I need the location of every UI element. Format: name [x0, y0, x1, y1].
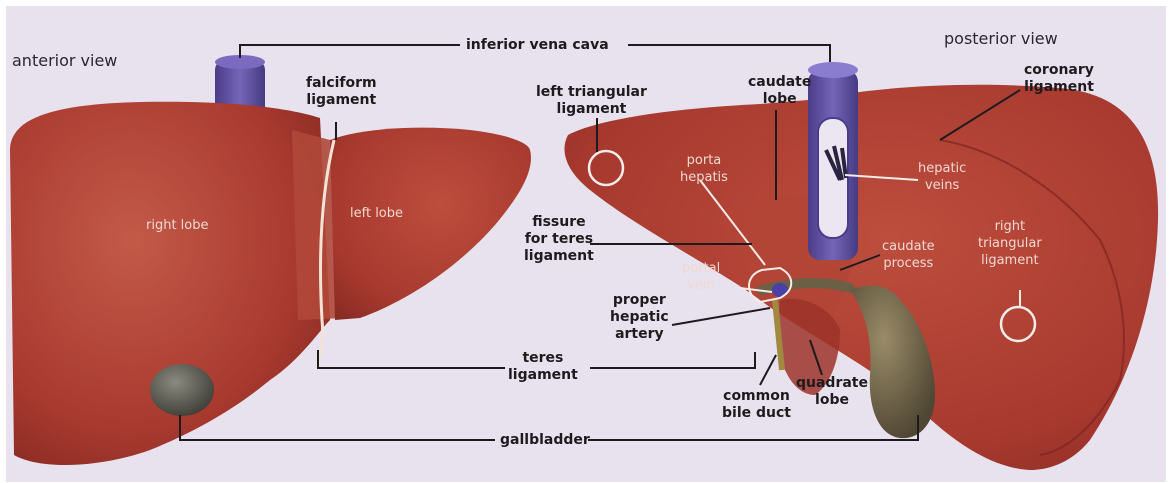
- caudate-lobe-label: caudate lobe: [748, 74, 811, 108]
- caudate-process-label: caudate process: [882, 238, 935, 272]
- falciform-ligament-label: falciform ligament: [306, 75, 377, 109]
- teres-ligament-label: teres ligament: [508, 350, 578, 384]
- right-lobe-label: right lobe: [146, 217, 209, 234]
- common-bile-duct-label: common bile duct: [722, 388, 791, 422]
- fissure-for-teres-ligament-label: fissure for teres ligament: [524, 214, 594, 265]
- posterior-view-label: posterior view: [944, 30, 1058, 47]
- quadrate-lobe-label: quadrate lobe: [796, 375, 868, 409]
- porta-hepatis-label: porta hepatis: [680, 152, 728, 186]
- hepatic-veins-label: hepatic veins: [918, 160, 966, 194]
- left-lobe-label: left lobe: [350, 205, 403, 222]
- portal-vein-label: portal vein: [682, 260, 720, 294]
- anterior-view-label: anterior view: [12, 52, 117, 69]
- anterior-gallbladder: [150, 364, 214, 416]
- coronary-ligament-label: coronary ligament: [1024, 62, 1094, 96]
- left-triangular-ligament-label: left triangular ligament: [536, 84, 647, 118]
- inferior-vena-cava-label: inferior vena cava: [466, 37, 609, 54]
- proper-hepatic-artery-label: proper hepatic artery: [610, 292, 669, 343]
- right-triangular-ligament-label: right triangular ligament: [978, 218, 1042, 269]
- gallbladder-label: gallbladder: [500, 432, 590, 449]
